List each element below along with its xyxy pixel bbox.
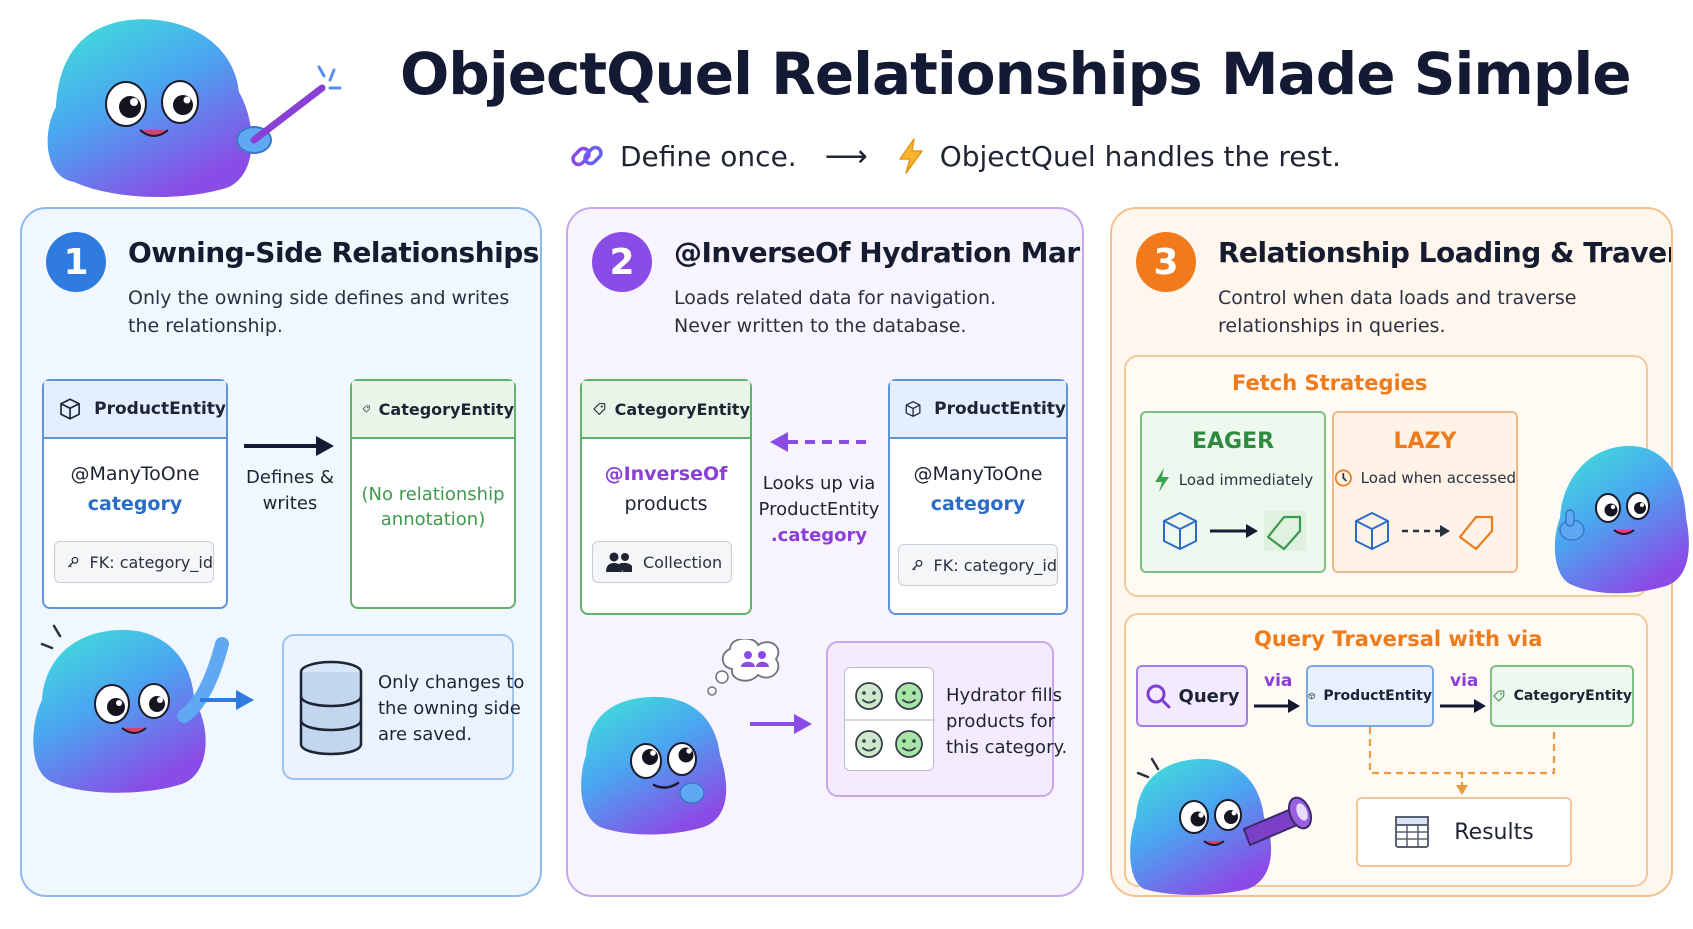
step-badge-2: 2 bbox=[592, 232, 652, 292]
key-icon bbox=[68, 556, 79, 568]
entity-header: CategoryEntity bbox=[352, 381, 514, 439]
clock-icon bbox=[1334, 469, 1352, 487]
faces-grid bbox=[844, 667, 935, 771]
category-entity-card: CategoryEntity (No relationship annotati… bbox=[350, 379, 516, 609]
panel-description: Only the owning side defines and writes … bbox=[128, 287, 510, 337]
arrow-right-icon bbox=[1440, 699, 1486, 713]
panel-owning-side: 1 Owning-Side Relationships Only the own… bbox=[20, 207, 542, 897]
search-icon bbox=[1146, 684, 1171, 709]
eager-flow bbox=[1163, 511, 1306, 551]
product-entity-card: ProductEntity @ManyToOne category FK: ca… bbox=[42, 379, 228, 609]
fetch-strategies-title: Fetch Strategies bbox=[1232, 371, 1428, 395]
tag-icon bbox=[593, 403, 606, 415]
panel-title: @InverseOf Hydration Marker bbox=[674, 236, 1084, 269]
mascot-telescope bbox=[1130, 757, 1313, 895]
fk-pill: FK: category_id bbox=[898, 544, 1058, 586]
property-label: products bbox=[624, 493, 708, 515]
tag-icon bbox=[362, 405, 370, 413]
mascot-pointer bbox=[47, 19, 342, 198]
save-note-box: Only changes to the owning side are save… bbox=[282, 634, 524, 780]
save-note-text: Only changes to the owning side are save… bbox=[378, 672, 525, 745]
eager-desc: Load immediately bbox=[1142, 467, 1324, 493]
tag-icon bbox=[1493, 690, 1505, 702]
annotation-label: @ManyToOne bbox=[913, 463, 1043, 485]
entity-header: ProductEntity bbox=[890, 381, 1066, 439]
arrow-right-icon bbox=[1254, 699, 1300, 713]
no-annotation-note-2: annotation) bbox=[380, 509, 486, 530]
query-button[interactable]: Query bbox=[1136, 665, 1248, 727]
property-label: category bbox=[87, 493, 183, 515]
arrow-right-icon bbox=[200, 690, 254, 710]
mascot-thinking bbox=[581, 639, 780, 835]
panel-description: Loads related data for navigation. Never… bbox=[674, 287, 997, 337]
tagline: Define once. ⟶ ObjectQuel handles the re… bbox=[568, 134, 1341, 178]
product-entity-card: ProductEntity @ManyToOne category FK: ca… bbox=[888, 379, 1068, 615]
lazy-desc: Load when accessed bbox=[1334, 467, 1516, 489]
panel-title: Relationship Loading & Traversal bbox=[1218, 236, 1671, 269]
panel-title: Owning-Side Relationships bbox=[128, 236, 539, 269]
looks-up-label: Looks up via ProductEntity .category bbox=[758, 473, 880, 546]
tagline-left: Define once. bbox=[620, 139, 797, 173]
via-label-2: via bbox=[1450, 671, 1479, 691]
key-icon bbox=[912, 559, 923, 571]
annotation-label: @ManyToOne bbox=[70, 463, 200, 485]
step-badge-3: 3 bbox=[1136, 232, 1196, 292]
results-node: Results bbox=[1356, 797, 1572, 867]
cube-icon bbox=[905, 401, 921, 417]
arrow-right-icon bbox=[244, 436, 334, 456]
mascot-pointing bbox=[33, 624, 229, 793]
link-icon bbox=[571, 145, 603, 167]
property-label: category bbox=[930, 493, 1026, 515]
step-badge-1: 1 bbox=[46, 232, 106, 292]
lightning-icon bbox=[898, 138, 923, 174]
table-icon bbox=[1395, 816, 1430, 848]
arrow-right-icon bbox=[750, 714, 812, 734]
collection-pill: Collection bbox=[592, 541, 732, 583]
dashed-connector bbox=[1368, 727, 1556, 795]
page-title: ObjectQuel Relationships Made Simple bbox=[400, 40, 1632, 108]
lazy-label: LAZY bbox=[1393, 429, 1457, 454]
panel-inverse-of: 2 @InverseOf Hydration Marker Loads rela… bbox=[566, 207, 1084, 897]
hydrate-note-box: Hydrator fills products for this categor… bbox=[826, 641, 1067, 797]
lazy-flow bbox=[1355, 512, 1494, 551]
entity-header: CategoryEntity bbox=[582, 381, 750, 439]
hydrate-note-text: Hydrator fills products for this categor… bbox=[946, 685, 1068, 758]
arrow-right-icon: ⟶ bbox=[824, 138, 868, 174]
tagline-right: ObjectQuel handles the rest. bbox=[939, 139, 1341, 173]
cube-icon bbox=[60, 398, 80, 420]
mascot-thumbs-up bbox=[1554, 445, 1689, 594]
lazy-strategy-card: LAZY Load when accessed bbox=[1332, 411, 1518, 573]
entity-header: ProductEntity bbox=[44, 381, 226, 439]
dashed-arrow-left-icon bbox=[770, 432, 872, 452]
defines-writes-label: Defines & writes bbox=[246, 467, 334, 514]
panel-description: Control when data loads and traverse rel… bbox=[1218, 287, 1577, 337]
annotation-label: @InverseOf bbox=[604, 463, 728, 485]
via-label-1: via bbox=[1264, 671, 1293, 691]
eager-strategy-card: EAGER Load immediately bbox=[1140, 411, 1326, 573]
users-icon bbox=[606, 552, 632, 572]
product-entity-node: ProductEntity bbox=[1306, 665, 1434, 727]
category-entity-node: CategoryEntity bbox=[1490, 665, 1634, 727]
query-traversal-title: Query Traversal with via bbox=[1254, 627, 1543, 651]
query-traversal-box: Query Traversal with via Query via Produ… bbox=[1124, 613, 1648, 887]
no-annotation-note: (No relationship bbox=[361, 484, 505, 505]
fk-pill: FK: category_id bbox=[54, 541, 214, 583]
cube-icon bbox=[1308, 692, 1315, 700]
lightning-icon bbox=[1154, 468, 1169, 492]
category-entity-card: CategoryEntity @InverseOf products Colle… bbox=[580, 379, 752, 615]
eager-label: EAGER bbox=[1191, 429, 1275, 454]
database-icon bbox=[299, 660, 363, 756]
